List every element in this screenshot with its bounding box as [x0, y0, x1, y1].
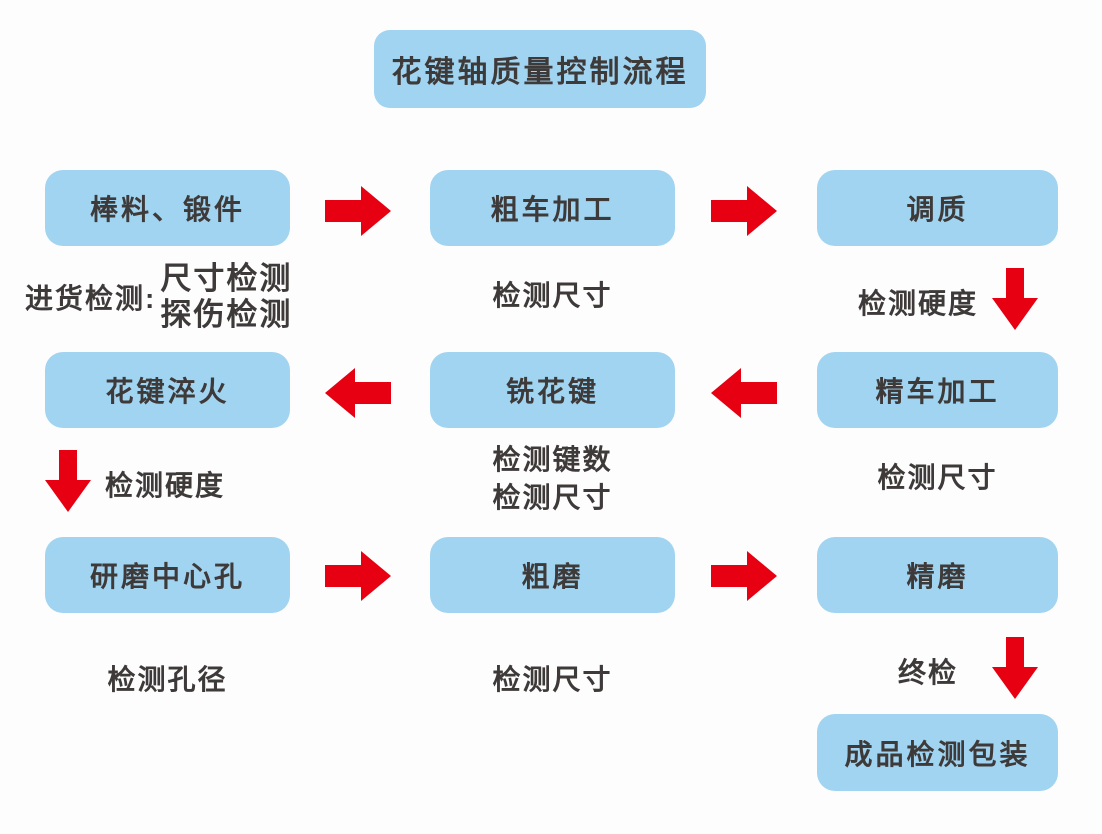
incoming-item: 尺寸检测 [160, 261, 293, 296]
flow-arrow-left-icon [325, 368, 391, 423]
step-label: 棒料、锻件 [89, 194, 245, 225]
flow-arrow-left-icon [711, 368, 777, 423]
inspection-note-finish-turning: 检测尺寸 [817, 462, 1058, 494]
inspection-text: 检测尺寸 [877, 462, 998, 493]
final-inspection-note: 终检 [898, 636, 1039, 702]
inspection-note-quench-temper: 检测硬度 [858, 267, 1039, 337]
step-label: 粗车加工 [490, 194, 615, 225]
inspection-text: 检测键数 [492, 444, 613, 475]
page-title: 花键轴质量控制流程 [391, 56, 689, 89]
inspection-note-rough-turning: 检测尺寸 [430, 280, 675, 312]
incoming-inspection-items: 尺寸检测 探伤检测 [160, 261, 292, 333]
inspection-text: 检测硬度 [858, 288, 979, 319]
step-box-rough-grind: 粗磨 [430, 537, 675, 613]
step-label: 精车加工 [875, 376, 1000, 407]
step-box-finish-grind: 精磨 [817, 537, 1058, 613]
step-box-quench-temper: 调质 [817, 170, 1058, 246]
step-label: 精磨 [906, 561, 969, 592]
inspection-note-spline-quench: 检测硬度 [45, 449, 226, 519]
flow-arrow-down-icon [992, 636, 1039, 706]
incoming-inspection-note: 进货检测: 尺寸检测 探伤检测 [25, 261, 292, 333]
step-box-grind-center-hole: 研磨中心孔 [45, 537, 290, 613]
flow-arrow-down-icon [45, 449, 91, 519]
flow-arrow-right-icon [325, 551, 391, 606]
inspection-text: 检测尺寸 [492, 664, 613, 695]
flow-arrow-right-icon [711, 551, 777, 606]
inspection-note-grind-center-hole: 检测孔径 [45, 664, 290, 696]
step-label: 花键淬火 [105, 376, 230, 407]
inspection-text: 检测硬度 [105, 470, 226, 501]
inspection-text: 检测尺寸 [492, 280, 613, 311]
step-label: 成品检测包装 [844, 738, 1031, 770]
flow-arrow-down-icon [992, 267, 1039, 337]
inspection-note-spline-milling: 检测键数 检测尺寸 [430, 441, 675, 517]
step-box-finish-turning: 精车加工 [817, 352, 1058, 428]
inspection-note-rough-grind: 检测尺寸 [430, 664, 675, 696]
step-box-rough-turning: 粗车加工 [430, 170, 675, 246]
step-label: 调质 [906, 194, 969, 225]
inspection-text: 检测尺寸 [492, 482, 613, 513]
incoming-inspection-label: 进货检测: [25, 283, 157, 314]
incoming-item: 探伤检测 [160, 297, 293, 332]
step-label: 铣花键 [505, 376, 599, 407]
step-box-spline-quench: 花键淬火 [45, 352, 290, 428]
inspection-text: 终检 [898, 657, 959, 688]
flow-arrow-right-icon [711, 186, 777, 241]
title-box: 花键轴质量控制流程 [374, 30, 706, 108]
step-box-spline-milling: 铣花键 [430, 352, 675, 428]
step-box-raw-material: 棒料、锻件 [45, 170, 290, 246]
step-label: 研磨中心孔 [89, 561, 245, 592]
flow-arrow-right-icon [325, 186, 391, 241]
inspection-text: 检测孔径 [107, 664, 228, 695]
step-box-final-product: 成品检测包装 [817, 714, 1058, 791]
step-label: 粗磨 [521, 561, 584, 592]
